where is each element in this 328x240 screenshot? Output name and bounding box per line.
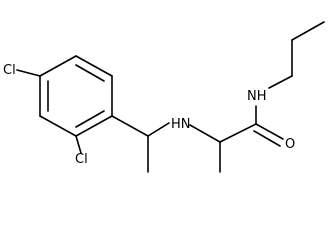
ring-bond <box>39 115 77 137</box>
nh-ch-bond <box>189 124 221 143</box>
amide-nh-label: NH <box>247 89 267 104</box>
amine-nh-label: HN <box>171 117 191 132</box>
oxygen-label: O <box>285 137 295 152</box>
carbonyl-double-bond <box>253 130 281 147</box>
ch-carbonyl-bond <box>219 123 257 143</box>
propyl-bond-3 <box>291 21 325 41</box>
cl-ortho-bond <box>75 135 82 154</box>
molecule-structure: Cl Cl HN O NH <box>3 21 325 173</box>
ring-bond <box>75 115 113 137</box>
benzene-ring <box>39 55 113 137</box>
aryl-ch-bond <box>111 115 149 137</box>
ring-bond <box>39 55 77 77</box>
carbonyl-double-bond <box>255 123 284 140</box>
cl-para-bond <box>16 69 41 77</box>
cl-ortho-label: Cl <box>75 152 88 167</box>
ring-double-bond <box>75 110 105 128</box>
ch-nh-bond <box>147 122 170 137</box>
cl-para-label: Cl <box>3 63 16 78</box>
propyl-bond-1 <box>268 75 293 89</box>
ring-bond <box>75 55 113 77</box>
ring-double-bond <box>75 64 105 82</box>
